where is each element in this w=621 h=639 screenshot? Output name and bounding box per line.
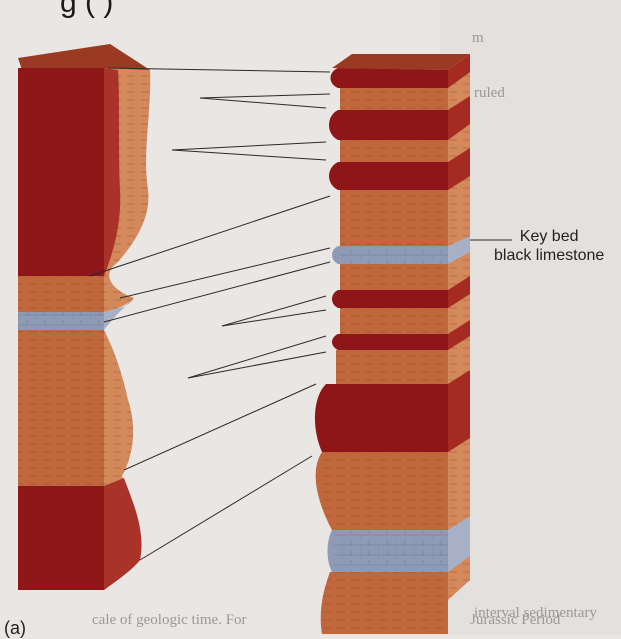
left-red-bed-lower	[18, 486, 104, 590]
background-text: ruled	[474, 85, 505, 102]
correlation-line	[188, 336, 326, 378]
correlation-line	[200, 94, 330, 98]
right-red-bed-3	[329, 162, 448, 190]
right-red-bed-1	[331, 68, 449, 88]
right-red-bed-5	[332, 334, 448, 350]
right-red-bed-4	[332, 290, 448, 308]
correlation-line	[222, 310, 326, 326]
correlation-line	[200, 98, 326, 108]
left-column	[18, 44, 150, 590]
correlation-line	[188, 352, 326, 378]
correlation-line	[222, 296, 326, 326]
left-column-top-face	[18, 44, 150, 70]
background-text: m	[472, 30, 484, 47]
right-column-top-face	[332, 54, 470, 70]
correlation-line	[104, 262, 330, 322]
correlation-line	[172, 150, 326, 160]
left-red-bed-upper	[18, 68, 104, 276]
correlation-line	[140, 456, 312, 560]
background-text: Jurassic Period	[470, 612, 560, 629]
background-text: cale of geologic time. For	[92, 612, 247, 629]
right-red-bed-2	[329, 110, 448, 140]
right-column	[315, 54, 470, 634]
key-bed-callout: Key bed black limestone	[494, 227, 604, 265]
correlation-line	[172, 142, 326, 150]
right-red-bed-6	[315, 384, 448, 452]
correlation-line	[124, 384, 316, 470]
callout-line-1: Key bed	[494, 227, 604, 246]
panel-letter: (a)	[4, 618, 26, 639]
callout-line-2: black limestone	[494, 246, 604, 265]
